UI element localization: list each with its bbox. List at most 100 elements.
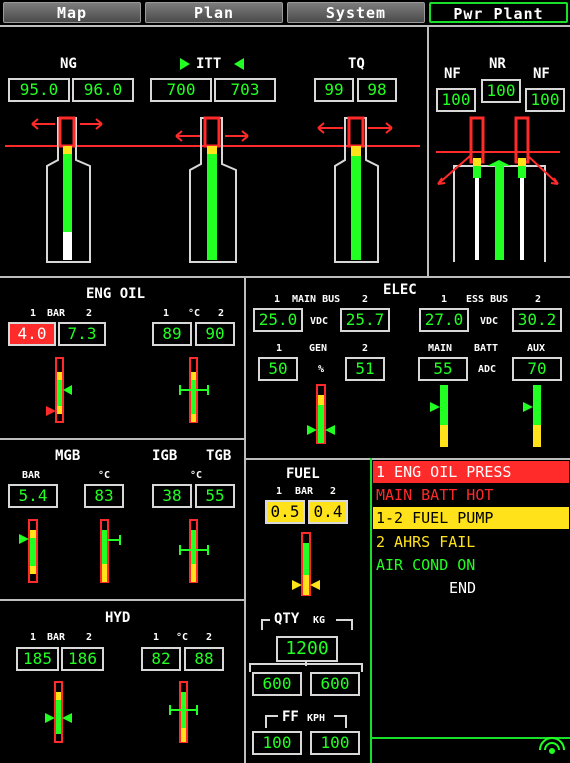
nf-right-label: NF	[533, 66, 550, 82]
fuel-flow-1: 100	[252, 731, 302, 755]
cas-message-fuel-pump[interactable]: 1-2 FUEL PUMP	[373, 507, 569, 529]
divider-engine-right	[427, 25, 429, 277]
gen-1-value: 50	[258, 357, 298, 381]
hyd-pressure-1: 185	[16, 647, 59, 671]
itt-label: ITT	[196, 56, 222, 72]
batt-main-value: 55	[418, 357, 468, 381]
main-bus-hdr-2: 2	[362, 294, 369, 305]
tab-pwr-plant[interactable]: Pwr Plant	[429, 2, 568, 23]
fuel-qty-bracket	[249, 619, 363, 672]
eng-oil-temp-tape	[179, 357, 209, 423]
cas-end-marker: END	[449, 579, 477, 597]
mgb-pressure-value: 5.4	[8, 484, 58, 508]
tab-system[interactable]: System	[287, 2, 425, 23]
gen-pct: %	[318, 364, 325, 375]
hyd-bar-hdr-2: 2	[86, 632, 93, 643]
main-bus-vdc: VDC	[310, 316, 329, 327]
ess-bus-hdr-2: 2	[535, 294, 542, 305]
hyd-temp-hdr-2: 2	[206, 632, 213, 643]
mgb-title: MGB	[55, 448, 81, 464]
fuel-qty-label: QTY	[274, 611, 300, 627]
tab-plan[interactable]: Plan	[145, 2, 283, 23]
mgb-pressure-tape	[19, 519, 38, 583]
divider-left-mgb	[0, 438, 244, 440]
cas-message-air-cond[interactable]: AIR COND ON	[376, 556, 476, 574]
cas-message-main-batt-hot[interactable]: MAIN BATT HOT	[376, 486, 494, 504]
fuel-qty-2: 600	[310, 672, 360, 696]
itt-gauge	[175, 58, 249, 263]
cas-message-eng-oil-press[interactable]: 1 ENG OIL PRESS	[373, 461, 569, 483]
eng-oil-bar-hdr-1: 1	[30, 308, 37, 319]
mgb-temp-tape	[100, 519, 121, 583]
batt-hdr-main: MAIN	[428, 343, 453, 354]
hyd-bar-hdr-unit: BAR	[47, 632, 66, 643]
main-bus-hdr-1: 1	[274, 294, 281, 305]
hyd-temp-hdr-1: 1	[153, 632, 160, 643]
eng-oil-temp-hdr-2: 2	[218, 308, 225, 319]
gen-hdr-1: 1	[276, 343, 283, 354]
batt-aux-value: 70	[512, 357, 562, 381]
divider-elec-bottom	[244, 458, 570, 460]
igb-temp-value: 38	[152, 484, 192, 508]
igb-tgb-temp-tape	[179, 519, 209, 583]
cas-message-ahrs-fail[interactable]: 2 AHRS FAIL	[376, 533, 476, 551]
signal-icon	[539, 737, 565, 754]
hyd-temp-tape	[169, 681, 198, 743]
nf-left-label: NF	[444, 66, 461, 82]
eng-oil-press-2-pointer	[63, 385, 72, 395]
eng-oil-temp-hdr-unit: °C	[188, 308, 201, 319]
fuel-ff-bracket	[265, 715, 347, 728]
ess-bus-1-value: 27.0	[419, 308, 469, 332]
divider-cas-bottom	[372, 737, 570, 739]
batt-aux-tape	[523, 385, 541, 447]
fuel-flow-2: 100	[310, 731, 360, 755]
fuel-qty-1: 600	[252, 672, 302, 696]
fuel-ff-unit: KPH	[307, 713, 326, 724]
gen-tape	[307, 384, 335, 444]
nf-left-value: 100	[436, 88, 476, 112]
hyd-bar-hdr-1: 1	[30, 632, 37, 643]
hyd-temp-1: 82	[141, 647, 181, 671]
tq-eng2-value: 98	[357, 78, 397, 102]
nf-right-value: 100	[525, 88, 565, 112]
divider-row2	[0, 276, 570, 278]
main-bus-1-value: 25.0	[253, 308, 303, 332]
mgb-bar-unit: BAR	[22, 470, 41, 481]
eng-oil-temp-1: 89	[152, 322, 192, 346]
gen-2-value: 51	[345, 357, 385, 381]
eng-oil-temp-2: 90	[195, 322, 235, 346]
itt-right-arrow-icon	[234, 58, 244, 70]
eng-oil-temp-hdr-1: 1	[163, 308, 170, 319]
ng-eng2-value: 96.0	[72, 78, 134, 102]
mgb-temp-unit: °C	[98, 470, 111, 481]
batt-adc: ADC	[478, 364, 497, 375]
batt-hdr-aux: AUX	[527, 343, 546, 354]
eng-oil-bar-hdr-unit: BAR	[47, 308, 66, 319]
hyd-pressure-tape	[45, 681, 72, 743]
ng-gauge	[31, 116, 103, 263]
gen-hdr-label: GEN	[309, 343, 328, 354]
ng-eng1-value: 95.0	[8, 78, 70, 102]
ess-bus-hdr-label: ESS BUS	[466, 294, 509, 305]
gen-hdr-2: 2	[362, 343, 369, 354]
itt-eng2-value: 703	[214, 78, 276, 102]
mgb-temp-value: 83	[84, 484, 124, 508]
itt-eng1-value: 700	[150, 78, 212, 102]
nf-nr-gauge	[437, 116, 559, 262]
eng-oil-pressure-tape	[46, 357, 72, 423]
fuel-qty-total: 1200	[276, 636, 338, 662]
hyd-pressure-2: 186	[61, 647, 104, 671]
tq-label: TQ	[348, 56, 365, 72]
fuel-ff-label: FF	[282, 709, 299, 725]
fuel-hdr-2: 2	[330, 486, 337, 497]
divider-left-hyd	[0, 599, 244, 601]
tab-map[interactable]: Map	[3, 2, 141, 23]
main-bus-2-value: 25.7	[340, 308, 390, 332]
fuel-hdr-unit: BAR	[295, 486, 314, 497]
eng-oil-pressure-1: 4.0	[8, 322, 56, 346]
nr-value: 100	[481, 79, 521, 103]
fuel-pressure-1: 0.5	[265, 500, 305, 524]
batt-hdr-label: BATT	[474, 343, 499, 354]
ng-label: NG	[60, 56, 77, 72]
